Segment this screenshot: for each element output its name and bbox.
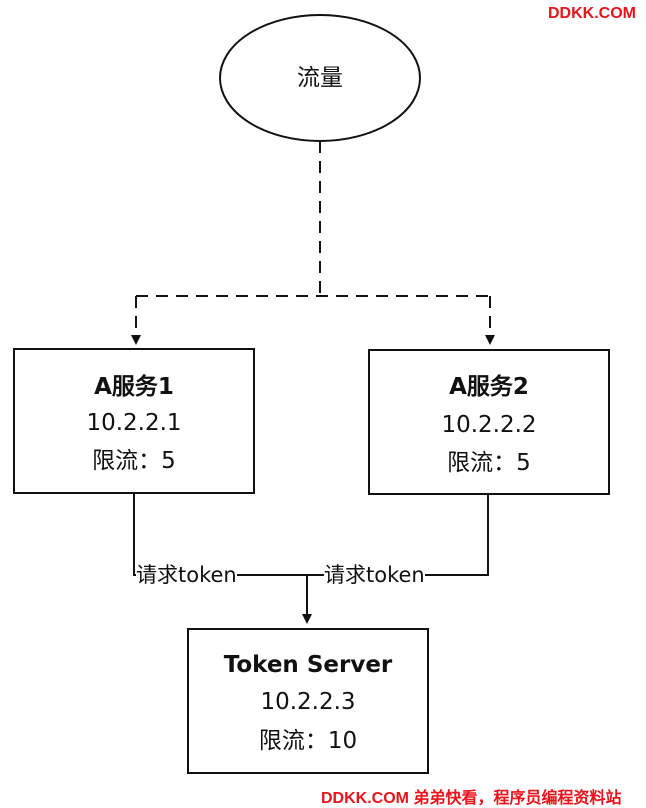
service1-title: A服务1 bbox=[94, 374, 174, 400]
watermark-bottom: DDKK.COM 弟弟快看，程序员编程资料站 bbox=[321, 790, 622, 807]
token-server-title: Token Server bbox=[223, 652, 393, 678]
watermark-top: DDKK.COM bbox=[548, 5, 636, 22]
service2-limit: 限流：5 bbox=[447, 450, 531, 476]
service1-ip: 10.2.2.1 bbox=[86, 410, 182, 436]
service2-box bbox=[368, 349, 610, 495]
edge-label-right: 请求token bbox=[324, 563, 425, 587]
traffic-label: 流量 bbox=[297, 65, 343, 91]
token-server-box bbox=[187, 628, 429, 774]
token-server-limit: 限流：10 bbox=[258, 728, 358, 754]
traffic-distribution-lines bbox=[131, 141, 495, 345]
service1-limit: 限流：5 bbox=[92, 448, 176, 474]
service1-box bbox=[13, 348, 255, 494]
service2-title: A服务2 bbox=[449, 374, 529, 400]
token-request-lines bbox=[133, 493, 489, 624]
service2-ip: 10.2.2.2 bbox=[441, 412, 537, 438]
edge-label-left: 请求token bbox=[136, 563, 237, 587]
token-server-ip: 10.2.2.3 bbox=[260, 689, 356, 715]
